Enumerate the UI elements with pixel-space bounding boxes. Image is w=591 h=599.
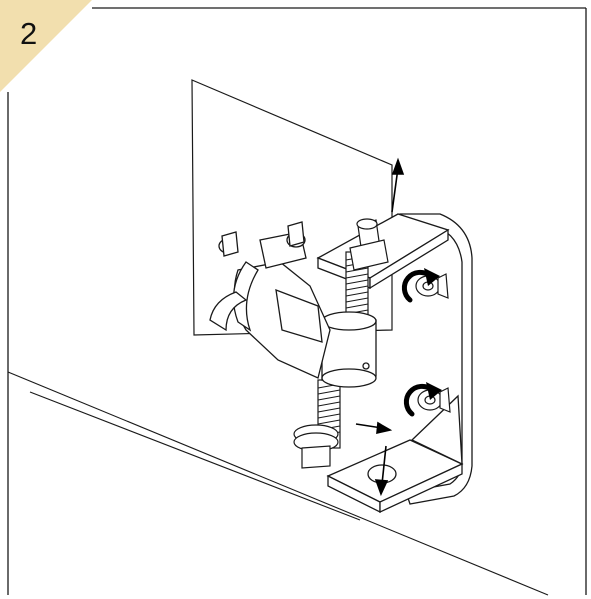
step-number: 2 bbox=[20, 16, 38, 51]
rotation-arrow-icon bbox=[401, 269, 435, 417]
direction-arrow-icon bbox=[355, 157, 405, 497]
top-bolt-head bbox=[349, 218, 389, 271]
step-badge-triangle bbox=[0, 0, 92, 92]
adjustment-nut bbox=[293, 424, 339, 469]
floor-lines bbox=[7, 371, 549, 596]
clamp-assembly bbox=[209, 221, 331, 379]
coupling-sleeve bbox=[321, 311, 377, 388]
rotation-arrowheads bbox=[424, 268, 442, 400]
panel-border bbox=[7, 7, 587, 595]
